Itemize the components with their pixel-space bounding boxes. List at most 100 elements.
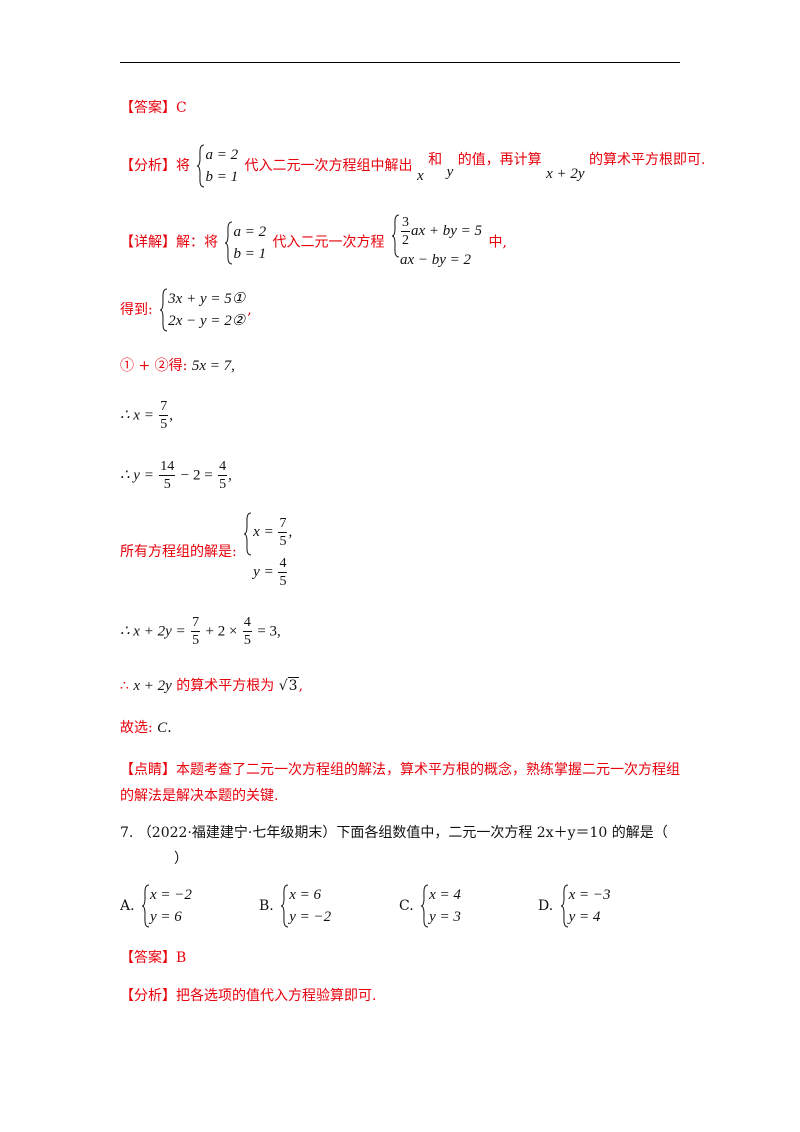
option-letter: C. [399, 898, 414, 914]
y-value-lead: ∴ y = [120, 467, 154, 484]
fraction-denominator: 5 [160, 417, 168, 432]
sqrt-line: ∴ x + 2y 的算术平方根为 √3, [120, 676, 303, 696]
brace-icon [160, 288, 168, 332]
system-row: x = 6 [289, 887, 321, 903]
answer-tag: 【答案】 [120, 950, 176, 966]
option-a[interactable]: A. x = −2 y = 6 [120, 884, 194, 928]
fraction-numerator: 4 [218, 459, 228, 476]
fraction-numerator: 4 [278, 556, 288, 574]
x-value-tail: , [169, 407, 174, 424]
system-row: y = −2 [289, 909, 332, 925]
fraction-numerator: 7 [278, 516, 288, 534]
fraction-denominator: 2 [401, 233, 409, 248]
answer-value: B [176, 950, 187, 966]
brace-icon [225, 221, 233, 264]
expr-x-plus-2y: x + 2y [133, 678, 172, 694]
equation-text: ax + by = 5 [410, 222, 483, 239]
var-y: y [446, 164, 454, 180]
var-x: x [416, 168, 424, 184]
system-row: a = 2 [205, 147, 239, 163]
sqrt-text: 的算术平方根为 [176, 678, 275, 694]
brace-icon [391, 214, 400, 258]
option-c[interactable]: C. x = 4 y = 3 [399, 884, 463, 928]
question-7-close: ） [174, 851, 188, 867]
y-value-tail: , [228, 467, 232, 484]
solution-x-lead: x = [253, 524, 274, 540]
add-step-line: ① + ②得: 5x = 7, [120, 356, 235, 376]
analysis-line-2: 【分析】把各选项的值代入方程验算即可. [120, 986, 376, 1006]
analysis-text: 把各选项的值代入方程验算即可. [176, 988, 377, 1004]
comment-text: 本题考查了二元一次方程组的解法，算术平方根的概念，熟练掌握二元一次方程组的解法是… [120, 762, 680, 804]
fraction-denominator: 5 [243, 633, 251, 648]
derive-punct: , [247, 302, 252, 318]
brace-icon [560, 884, 568, 928]
brace-icon [197, 144, 205, 188]
analysis-tag: 【分析】 [120, 988, 176, 1004]
add-step-expr: 5x = 7, [191, 358, 235, 374]
add-step-label: ① + ②得: [120, 358, 188, 374]
system-row: y = 3 [429, 909, 461, 925]
derive-line: 得到: 3x + y = 5① 2x − y = 2② , [120, 288, 252, 332]
fraction-denominator: 5 [163, 477, 171, 492]
system-row: b = 1 [233, 245, 267, 262]
answer-line: 【答案】C [120, 98, 187, 118]
brace-icon [244, 512, 252, 556]
option-system: x = 6 y = −2 [280, 884, 331, 928]
choose-line: 故选: C. [120, 718, 172, 738]
fraction-denominator: 5 [279, 534, 287, 550]
fraction-numerator: 3 [400, 215, 410, 232]
option-system: x = −2 y = 6 [141, 884, 192, 928]
detail-text-2: 代入二元一次方程 [272, 234, 385, 251]
detail-text-3: 中, [488, 234, 507, 251]
fraction-numerator: 7 [191, 615, 201, 632]
sum-lead: ∴ x + 2y = [120, 623, 186, 640]
brace-icon [421, 884, 429, 928]
analysis-tag: 【分析】 [120, 158, 176, 174]
analysis-system: a = 2 b = 1 [196, 144, 238, 188]
option-letter: D. [538, 898, 554, 914]
expr-x-plus-2y: x + 2y [546, 166, 585, 182]
system-row: x = −3 [568, 887, 611, 903]
option-letter: A. [120, 898, 135, 914]
sqrt-tail: , [298, 678, 304, 694]
option-d[interactable]: D. x = −3 y = 4 [538, 884, 613, 928]
analysis-text-4: 的值，再计算 [457, 152, 542, 168]
detail-tag: 【详解】 [120, 234, 176, 251]
brace-icon [281, 884, 289, 928]
analysis-text-2: 代入二元一次方程组中解出 [244, 158, 413, 174]
question-7: 7. （2022·福建建宁·七年级期末）下面各组数值中，二元一次方程 2x＋y＝… [120, 820, 682, 872]
option-b[interactable]: B. x = 6 y = −2 [259, 884, 333, 928]
choose-value: C [157, 720, 168, 736]
sum-tail: = 3, [257, 623, 281, 640]
question-7-text: 7. （2022·福建建宁·七年级期末）下面各组数值中，二元一次方程 2x＋y＝… [120, 825, 668, 841]
analysis-text-5: 的算术平方根即可. [589, 152, 706, 168]
fraction-numerator: 7 [159, 399, 169, 416]
system-row: a = 2 [233, 223, 267, 240]
detail-text-1: 解：将 [176, 234, 218, 251]
brace-icon [141, 884, 150, 928]
y-value-mid: − 2 = [180, 467, 213, 484]
solution-y-lead: y = [253, 564, 274, 580]
therefore-symbol: ∴ [120, 678, 129, 694]
system-row: x = 4 [429, 887, 461, 903]
system-row: y = 4 [568, 909, 601, 925]
system-row: 2x − y = 2② [168, 313, 246, 329]
system-row: 3x + y = 5① [168, 291, 246, 307]
sum-mid: + 2 × [205, 623, 238, 640]
system-row: y = 6 [150, 909, 182, 925]
answer-line-2: 【答案】B [120, 948, 186, 968]
option-letter: B. [259, 898, 274, 914]
